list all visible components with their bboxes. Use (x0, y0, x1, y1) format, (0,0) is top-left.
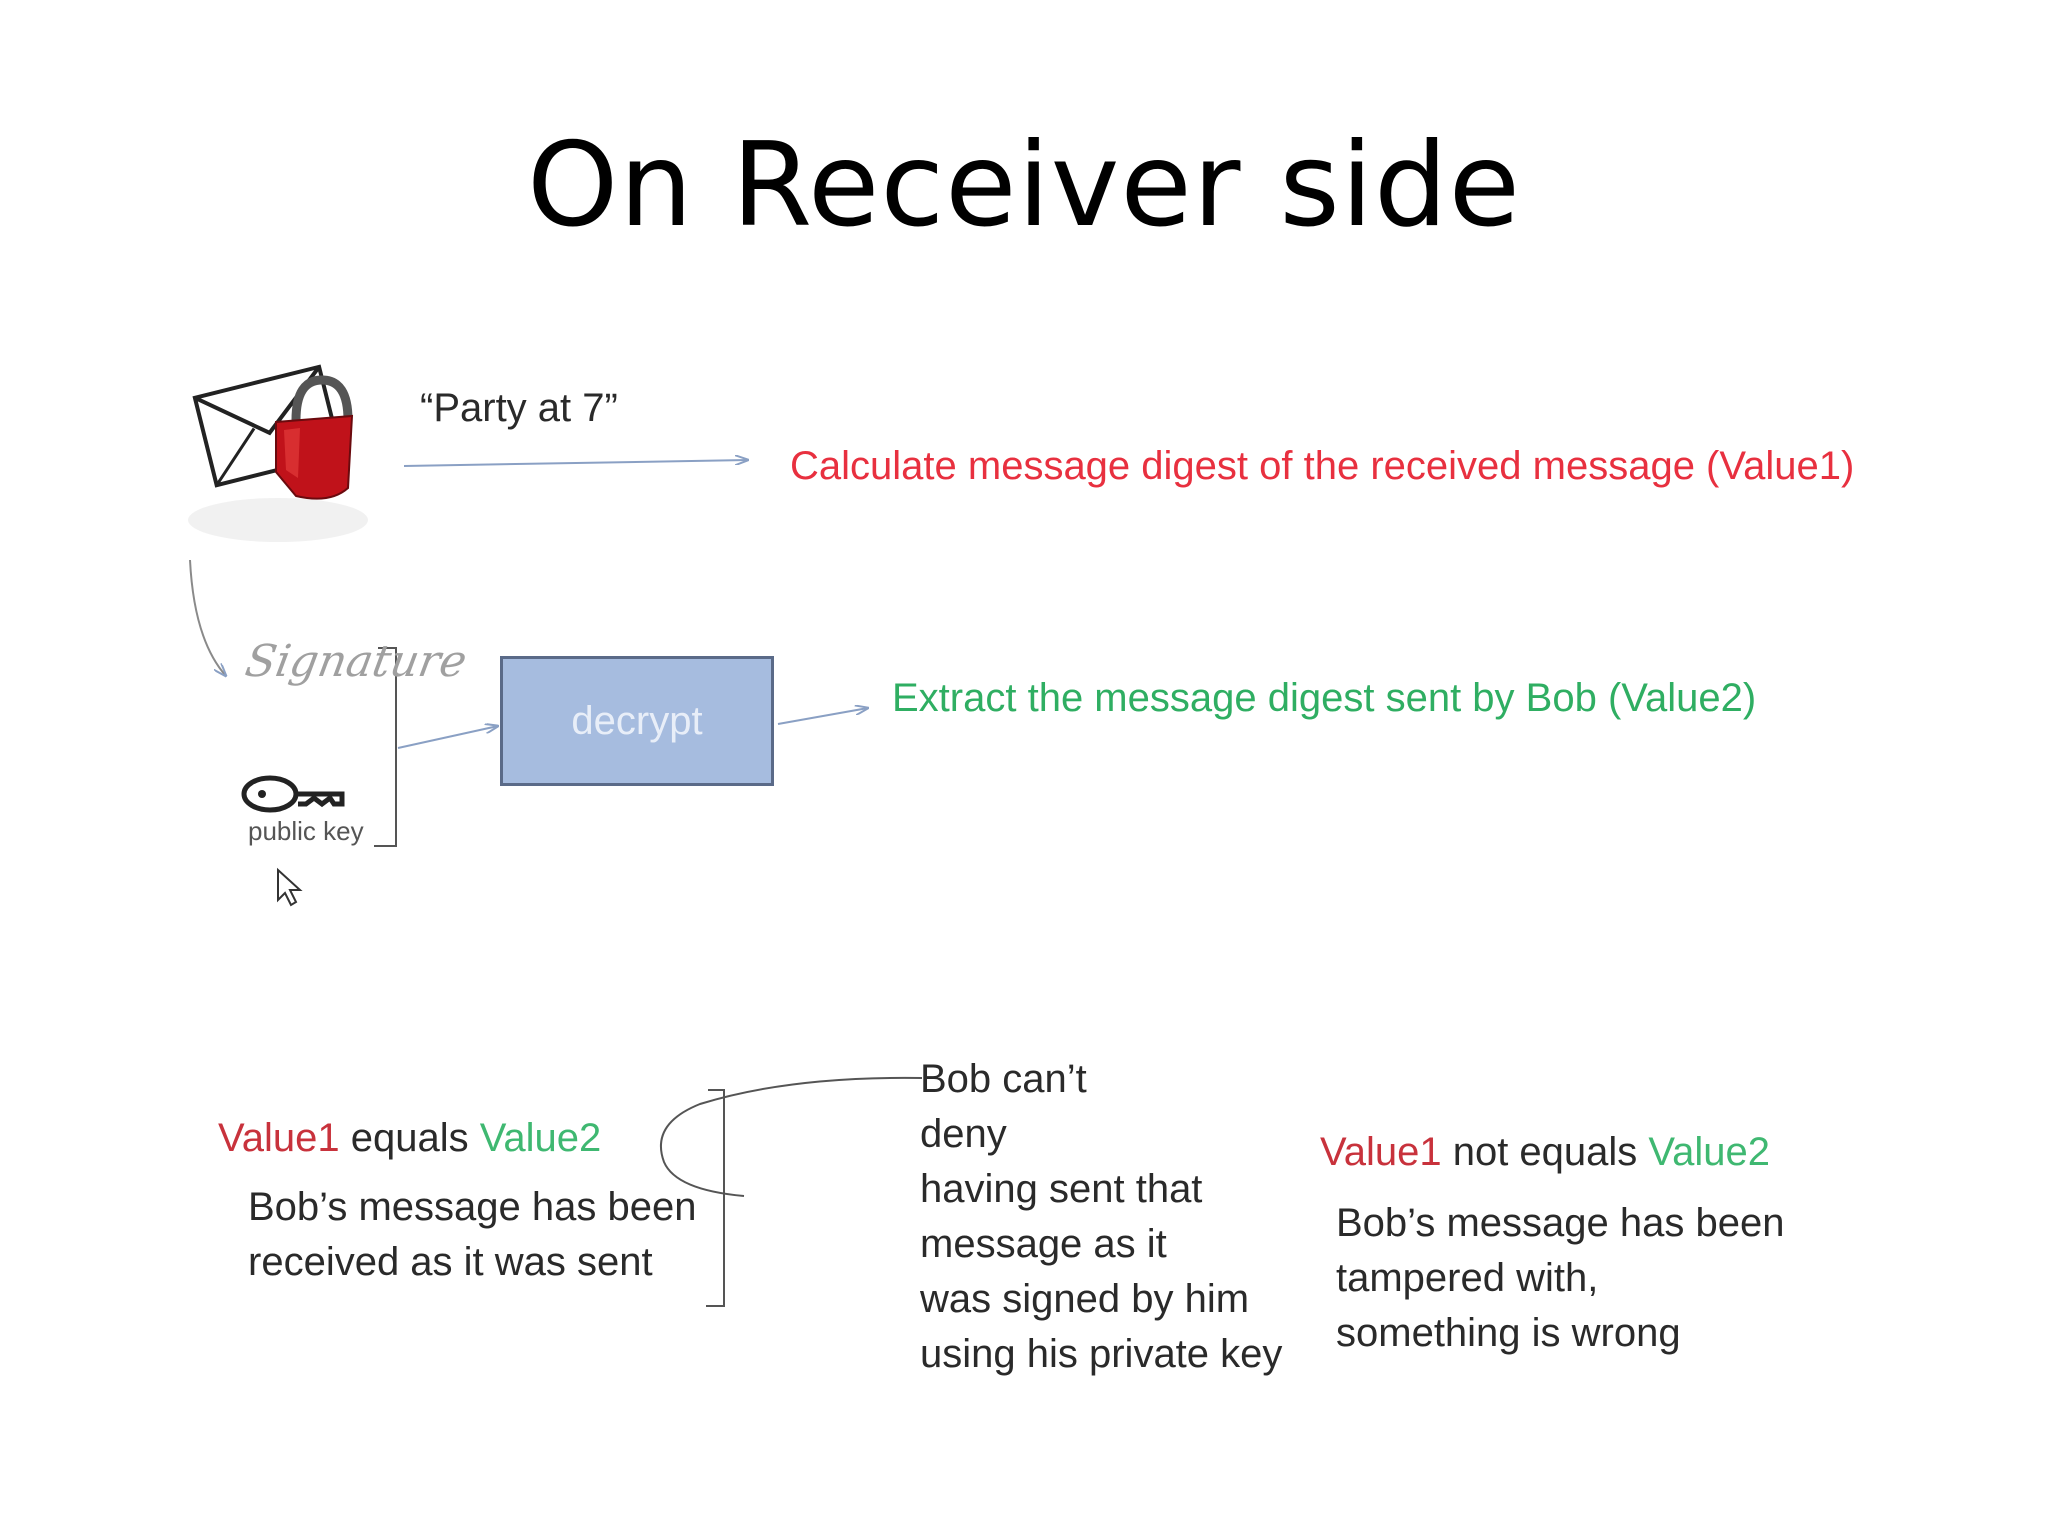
not-equals-heading: Value1 not equals Value2 (1320, 1130, 1770, 1175)
extract-digest-text: Extract the message digest sent by Bob (… (892, 676, 1757, 720)
decrypt-label: decrypt (571, 698, 703, 743)
envelope-to-signature-arrow (189, 559, 226, 676)
deny-line: deny (920, 1112, 1007, 1156)
non-repudiation-text: Bob can’t deny having sent that message … (920, 1052, 1320, 1382)
deny-line: Bob can’t (920, 1057, 1087, 1101)
decrypt-box: decrypt (500, 656, 774, 786)
decrypt-to-extract-arrow (777, 708, 868, 725)
value1-label: Value1 (218, 1116, 340, 1160)
equals-desc-line: Bob’s message has been (248, 1185, 697, 1229)
not-equals-word: not equals (1441, 1130, 1649, 1174)
slide-title: On Receiver side (526, 118, 1522, 253)
key-icon (241, 775, 345, 813)
input-bracket (374, 647, 397, 847)
equals-heading: Value1 equals Value2 (218, 1116, 601, 1161)
not-equals-desc-line: something is wrong (1336, 1311, 1681, 1355)
deny-curve (659, 1076, 923, 1197)
value2-label: Value2 (479, 1116, 602, 1160)
deny-line: was signed by him (920, 1277, 1250, 1321)
not-equals-description: Bob’s message has been tampered with, so… (1336, 1196, 1856, 1361)
public-key-label: public key (248, 816, 364, 846)
not-equals-desc-line: Bob’s message has been (1336, 1201, 1785, 1245)
equals-desc-line: received as it was sent (248, 1240, 653, 1284)
deny-line: message as it (920, 1222, 1167, 1266)
calculate-digest-text: Calculate message digest of the received… (790, 444, 1855, 488)
equals-description: Bob’s message has been received as it wa… (248, 1180, 768, 1290)
signature-text: Signature (241, 636, 471, 687)
value1-label: Value1 (1320, 1130, 1442, 1174)
message-arrow (403, 460, 748, 467)
deny-line: having sent that (920, 1167, 1203, 1211)
deny-line: using his private key (920, 1332, 1283, 1376)
cursor-icon (277, 867, 303, 907)
not-equals-desc-line: tampered with, (1336, 1256, 1599, 1300)
envelope-lock-icon (188, 364, 368, 542)
bracket-to-decrypt-arrow (397, 726, 498, 749)
value2-label: Value2 (1648, 1130, 1771, 1174)
message-quote: “Party at 7” (420, 386, 618, 430)
equals-bracket (706, 1089, 725, 1307)
equals-word: equals (339, 1116, 480, 1160)
